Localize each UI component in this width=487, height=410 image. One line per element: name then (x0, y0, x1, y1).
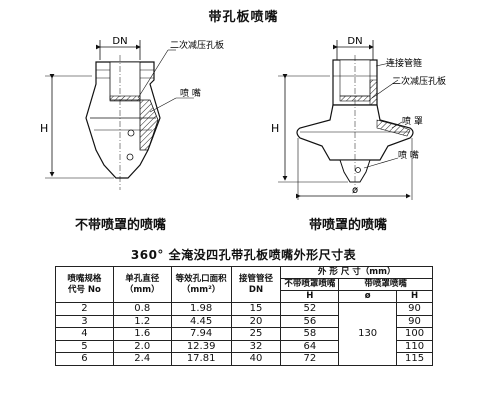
right-coupling-label: 连接管箍 (386, 57, 422, 69)
page-title: 带孔板喷嘴 (208, 10, 279, 25)
right-h-label: H (271, 122, 279, 135)
dimension-table: 喷嘴规格 代号 No 单孔直径 （mm） 等效孔口面积 （mm²） 接管管径 D… (55, 266, 433, 366)
header-h1: H (280, 290, 340, 303)
right-figure-caption: 带喷罩的喷嘴 (309, 218, 388, 233)
left-h-label: H (40, 122, 48, 135)
right-phi-label: ø (352, 185, 358, 196)
table-row: 6 2.4 17.81 40 72 115 (55, 352, 433, 366)
left-plate-label: 二次减压孔板 (170, 39, 224, 51)
header-no-hood: 不带喷罩喷嘴 (280, 278, 340, 291)
table-row: 5 2.0 12.39 32 64 110 (55, 339, 433, 354)
right-dn-label: DN (347, 36, 362, 47)
header-h2: H (396, 290, 433, 303)
header-dimensions: 外 形 尺 寸（mm） (280, 266, 433, 279)
right-nozzle-label: 喷 嘴 (398, 150, 419, 161)
phi-value-cell: 130 (338, 302, 398, 366)
right-plate-label: 二次减压孔板 (392, 75, 446, 87)
left-nozzle-figure: DN H 二次减压孔板 喷 嘴 (40, 36, 224, 190)
table-title: 360° 全淹没四孔带孔板喷嘴外形尺寸表 (130, 248, 357, 262)
left-nozzle-label: 喷 嘴 (180, 88, 201, 99)
header-phi: ø (338, 290, 398, 303)
header-with-hood: 带喷罩喷嘴 (338, 278, 433, 291)
header-pipe-dia: 接管管径 DN (230, 266, 282, 303)
right-hood-label: 喷 罩 (402, 116, 423, 127)
header-spec: 喷嘴规格 代号 No (55, 266, 114, 303)
table-row: 2 0.8 1.98 15 52 130 90 (55, 302, 433, 366)
nozzle-drawings: DN H 二次减压孔板 喷 嘴 (40, 36, 446, 200)
header-hole-diameter: 单孔直径 （mm） (112, 266, 172, 303)
header-equiv-area: 等效孔口面积 （mm²） (170, 266, 232, 303)
right-nozzle-figure: DN H ø 连接管箍 二次减压孔板 喷 罩 (271, 36, 446, 200)
left-figure-caption: 不带喷罩的喷嘴 (75, 218, 167, 233)
table-row: 4 1.6 7.94 25 58 100 (55, 327, 433, 341)
left-dn-label: DN (112, 36, 127, 47)
